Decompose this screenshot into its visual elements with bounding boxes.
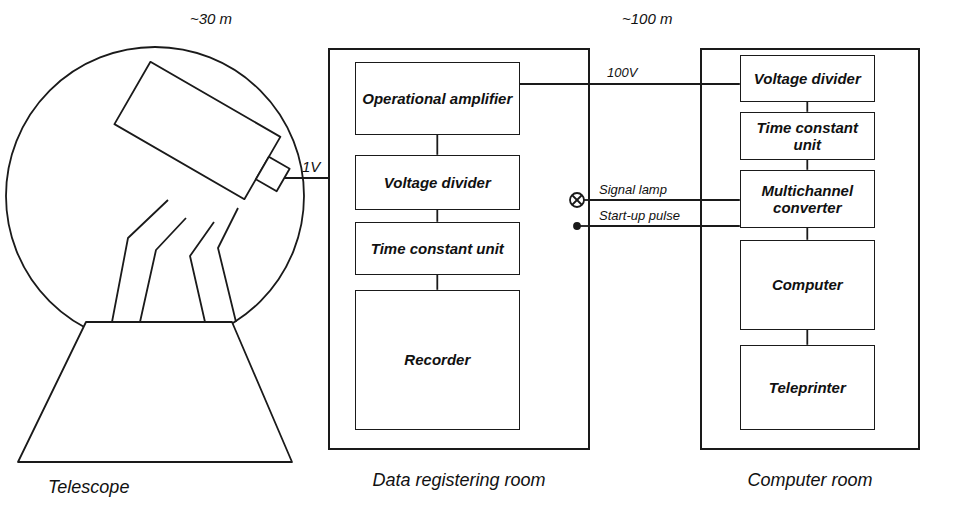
box-label: Recorder: [404, 351, 470, 368]
signal-lamp-symbol: [570, 193, 584, 207]
box-label: Multichannel converter: [747, 182, 868, 217]
signal-lamp-symbol: [572, 195, 582, 205]
room-box: Data registering roomOperational amplifi…: [328, 48, 590, 450]
signal-line: [436, 135, 438, 155]
unit-box: Time constant unit: [355, 222, 520, 275]
signal-line: [806, 228, 808, 240]
part-name: Telescope: [48, 477, 129, 498]
signal-line: [436, 210, 438, 222]
box-label: Operational amplifier: [362, 90, 512, 107]
unit-box: Voltage divider: [740, 55, 875, 102]
mount-arm: [140, 218, 186, 322]
mount-arm: [112, 200, 168, 322]
unit-box: Computer: [740, 240, 875, 330]
signal-line: [806, 102, 808, 112]
signal-line: [590, 199, 740, 201]
mount-arm: [218, 208, 238, 322]
signal-line: [806, 330, 808, 345]
dome-outline: [6, 47, 304, 345]
signal-lamp-symbol: [572, 195, 582, 205]
signal-wire: [284, 177, 328, 179]
box-label: Voltage divider: [754, 70, 861, 87]
signal-level: 1V: [302, 158, 320, 175]
distance-label: ~100 m: [622, 10, 672, 27]
box-label: Time constant unit: [747, 119, 868, 154]
signal-line: [436, 275, 438, 290]
room-name: Computer room: [672, 470, 948, 491]
signal-name: Start-up pulse: [598, 208, 681, 223]
box-label: Teleprinter: [769, 379, 846, 396]
unit-box: Time constant unit: [740, 112, 875, 160]
unit-box: Voltage divider: [355, 155, 520, 210]
box-label: Time constant unit: [371, 240, 504, 257]
signal-line: [806, 160, 808, 170]
box-label: Computer: [772, 276, 843, 293]
room-name: Data registering room: [300, 470, 618, 491]
unit-box: Teleprinter: [740, 345, 875, 430]
eyepiece: [256, 157, 290, 192]
unit-box: Recorder: [355, 290, 520, 430]
mount-arm: [190, 222, 214, 322]
signal-name: 100V: [606, 65, 638, 80]
terminal-dot: [574, 223, 580, 229]
telescope-base: [18, 322, 292, 462]
room-box: Computer roomVoltage dividerTime constan…: [700, 48, 920, 450]
box-label: Voltage divider: [384, 174, 491, 191]
distance-label: ~30 m: [190, 10, 232, 27]
signal-name: Signal lamp: [598, 182, 668, 197]
unit-box: Multichannel converter: [740, 170, 875, 228]
signal-line: [590, 225, 740, 227]
signal-line: [520, 83, 740, 85]
unit-box: Operational amplifier: [355, 62, 520, 135]
